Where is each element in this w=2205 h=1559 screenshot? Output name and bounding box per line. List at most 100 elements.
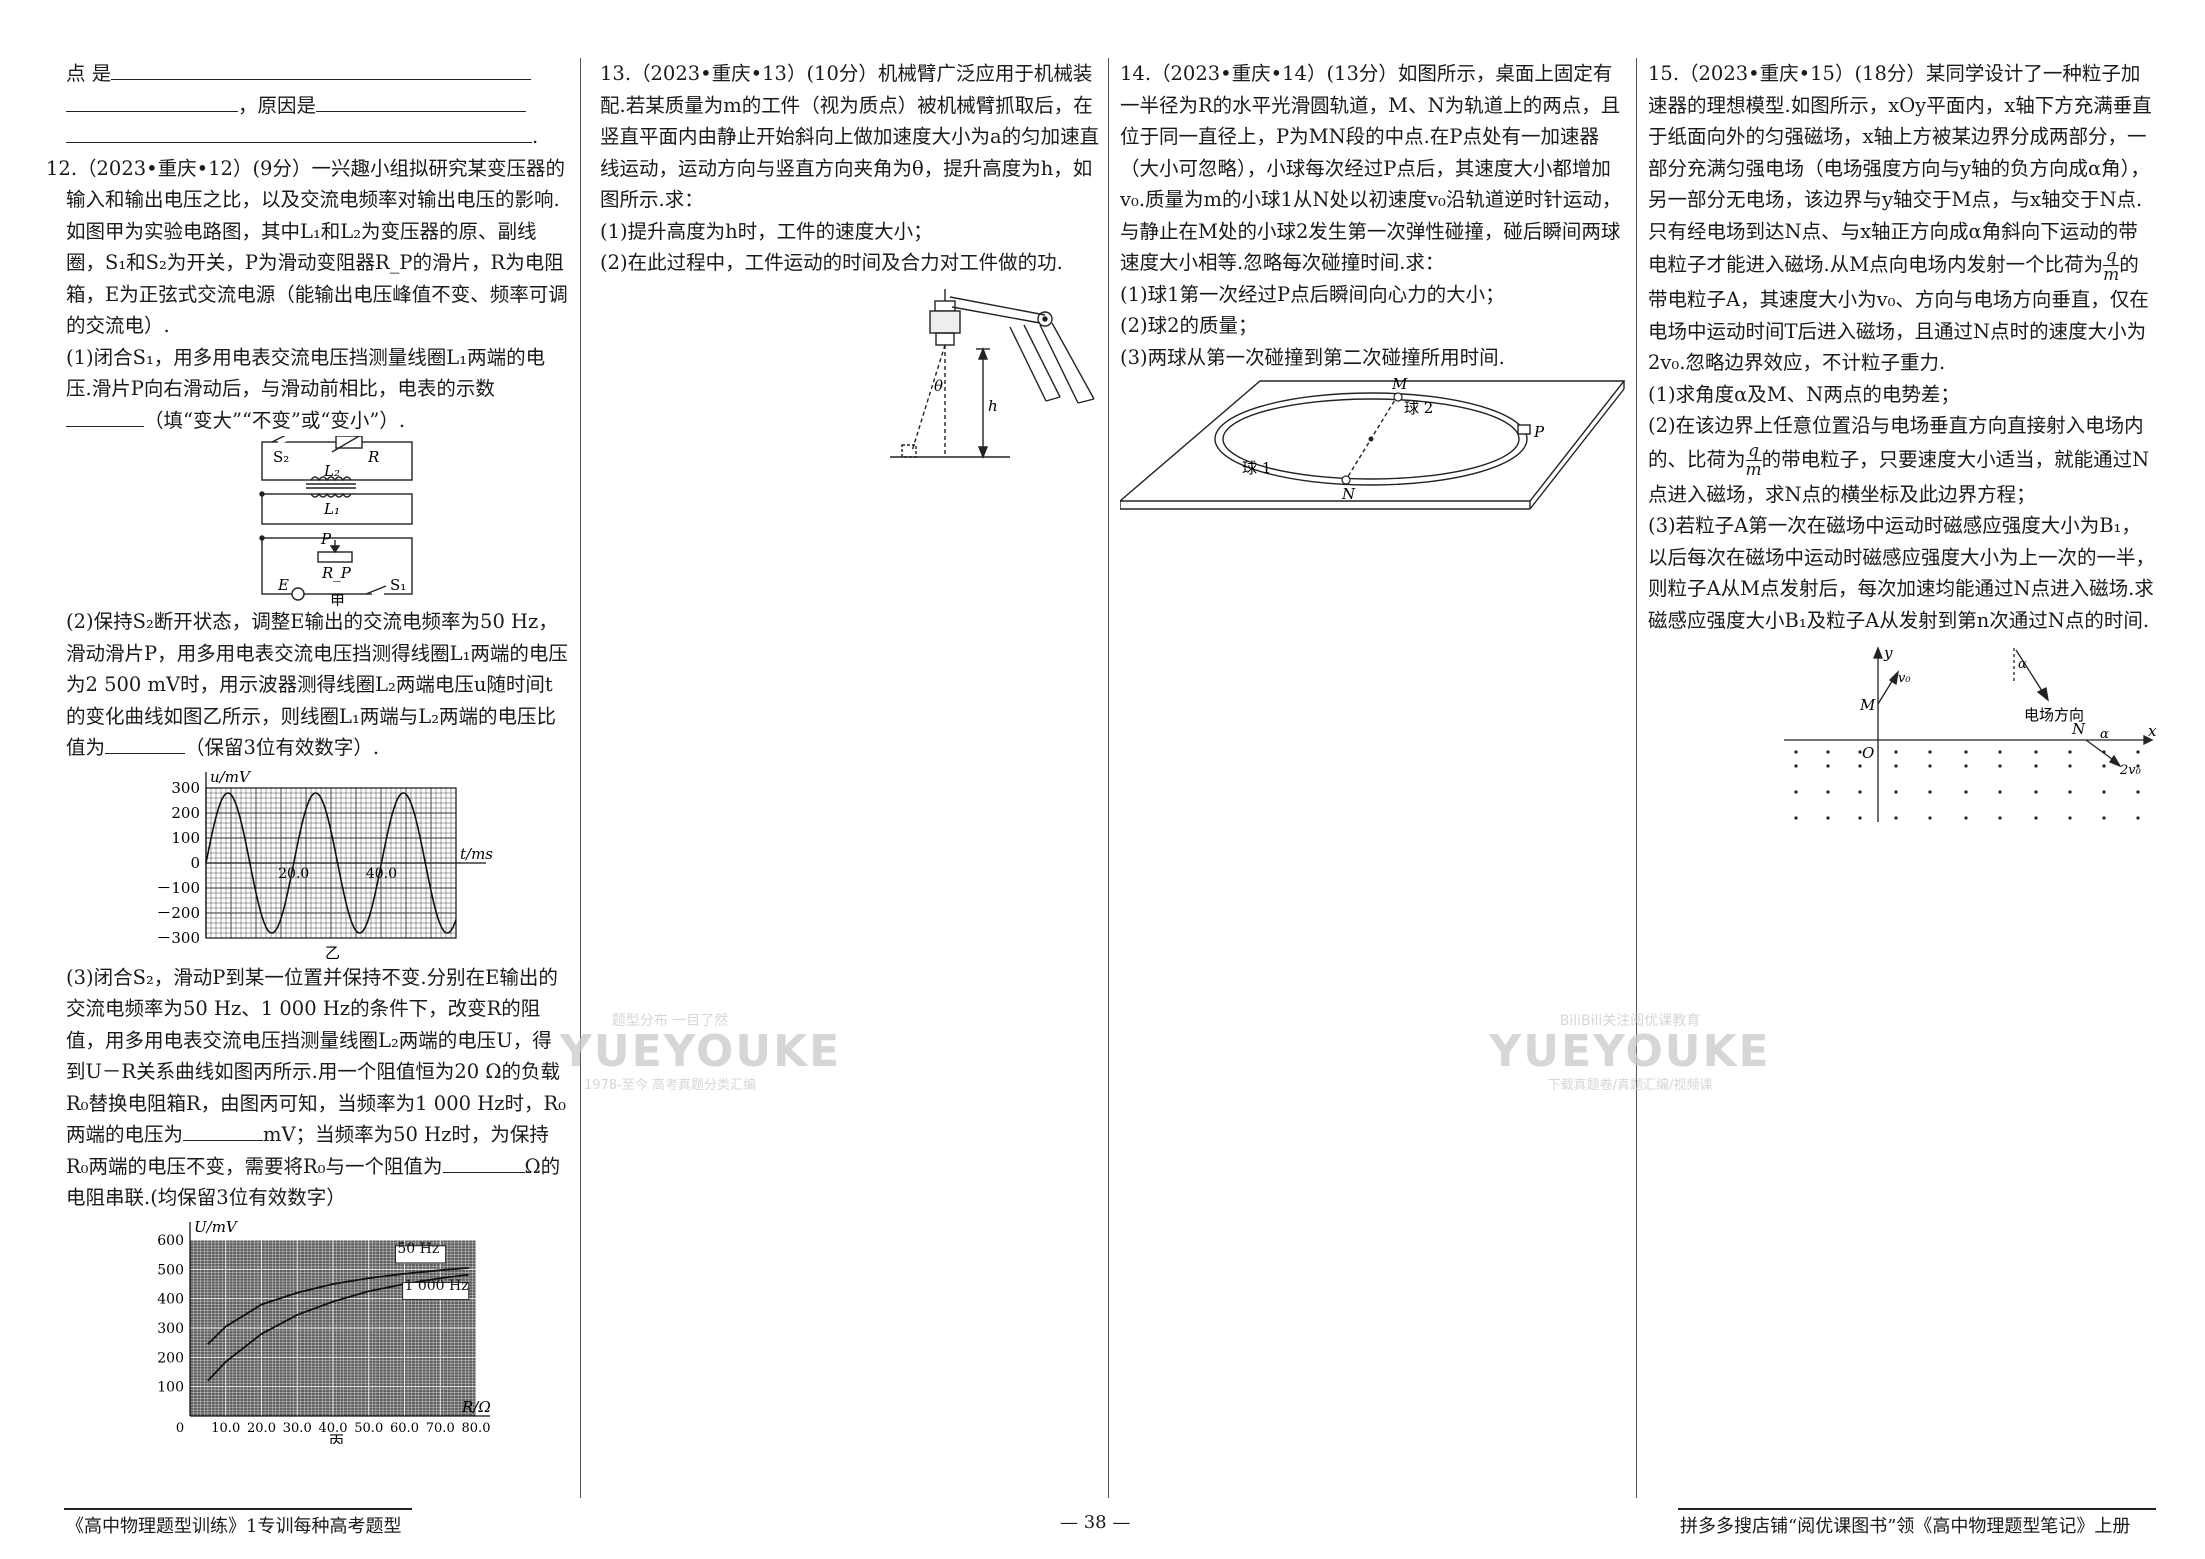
column-2: 13.（2023•重庆•13）(10分）机械臂广泛应用于机械装配.若某质量为m的… xyxy=(600,58,1102,469)
field-dot xyxy=(1794,750,1798,754)
q15-part1: (1)求角度α及M、N两点的电势差； xyxy=(1648,382,1960,406)
watermark-right: BiliBili关注阅优课教育 YUEYOUKE 下载真题卷/真题汇编/视频课 xyxy=(1489,1013,1771,1093)
x-tick-label-bing: 70.0 xyxy=(426,1421,455,1436)
circuit-caption: 甲 xyxy=(330,592,345,606)
x-tick-label-yi: 40.0 xyxy=(366,866,397,882)
field-dot xyxy=(2034,750,2038,754)
label-l2: L₂ xyxy=(323,462,340,480)
x-tick-label-bing: 60.0 xyxy=(390,1421,419,1436)
q12-head: 12.（2023•重庆•12）(9分）一兴趣小组拟研究某变压器的输入和输出电压之… xyxy=(46,156,568,338)
v0-label: v₀ xyxy=(1898,671,1911,686)
footer-right-text: 拼多多搜店铺“阅优课图书”领《高中物理题型笔记》上册 xyxy=(1680,1516,2131,1537)
q14-part3: (3)两球从第一次碰撞到第二次碰撞所用时间. xyxy=(1120,345,1505,369)
footer-rule-right xyxy=(1678,1508,2156,1510)
q14-part1: (1)球1第一次经过P点后瞬间向心力的大小； xyxy=(1120,282,1505,306)
x-tick-label-bing: 80.0 xyxy=(462,1421,491,1436)
chart-caption-bing: 丙 xyxy=(329,1432,344,1444)
series-label-50hz: 50 Hz xyxy=(397,1241,439,1257)
field-dot xyxy=(1858,790,1862,794)
n-label: N xyxy=(1341,485,1356,503)
chart-caption-yi: 乙 xyxy=(325,944,340,962)
field-dot xyxy=(1858,764,1862,768)
q15-part3: (3)若粒子A第一次在磁场中运动时磁感应强度大小为B₁，以后每次在磁场中运动时磁… xyxy=(1648,514,2156,632)
field-dot xyxy=(2034,790,2038,794)
q13-part1: (1)提升高度为h时，工件的速度大小； xyxy=(600,219,933,243)
field-dot xyxy=(1858,750,1862,754)
column-1: 点 是 ，原因是 . 12.（2023•重庆•12）(9分）一兴趣小组拟研究某变… xyxy=(46,58,570,1444)
y-tick-label-bing: 600 xyxy=(157,1233,184,1249)
field-dot xyxy=(1894,764,1898,768)
field-dot xyxy=(2034,816,2038,820)
field-dot xyxy=(1998,764,2002,768)
label-s1: S₁ xyxy=(390,576,406,594)
label-p: P xyxy=(320,530,332,548)
y-tick-label-yi: 0 xyxy=(190,854,200,872)
ball1-label: 球 1 xyxy=(1242,459,1271,477)
field-dot xyxy=(1826,750,1830,754)
field-dot xyxy=(2068,816,2072,820)
y-tick-label-yi: －200 xyxy=(156,904,200,922)
x-tick-label-bing: 40.0 xyxy=(319,1421,348,1436)
m-point-label: M xyxy=(1859,696,1876,714)
column-divider-3 xyxy=(1636,58,1637,1498)
x-axis-title-yi: t/ms xyxy=(460,845,493,863)
label-s2: S₂ xyxy=(273,448,289,466)
y-axis-label: y xyxy=(1883,644,1893,662)
page-number: — 38 — xyxy=(1060,1512,1131,1533)
q13-head: 13.（2023•重庆•13）(10分）机械臂广泛应用于机械装配.若某质量为m的… xyxy=(600,62,1100,211)
field-dot xyxy=(1794,816,1798,820)
origin-label: O xyxy=(1862,744,1874,762)
alpha-n-label: α xyxy=(2100,727,2109,742)
x-tick-label-bing: 30.0 xyxy=(283,1421,312,1436)
field-dot xyxy=(1794,790,1798,794)
column-4: 15.（2023•重庆•15）(18分）某同学设计了一种粒子加速器的理想模型.如… xyxy=(1648,58,2156,832)
field-dot xyxy=(1794,764,1798,768)
field-dot xyxy=(1928,750,1932,754)
field-dot xyxy=(1894,750,1898,754)
y-tick-label-yi: 100 xyxy=(171,829,200,847)
field-dot xyxy=(2136,764,2140,768)
field-dot xyxy=(2068,764,2072,768)
y-tick-label-bing: 500 xyxy=(157,1262,184,1278)
field-dot xyxy=(1928,764,1932,768)
footer-rule-left xyxy=(64,1508,412,1510)
x-tick-label-bing: 10.0 xyxy=(211,1421,240,1436)
answer-line-2: ，原因是 xyxy=(66,90,570,122)
label-r: R xyxy=(367,448,379,466)
grid-bing xyxy=(189,1239,477,1416)
field-dot xyxy=(1964,816,1968,820)
series-sine xyxy=(205,791,457,934)
y-tick-label-yi: 200 xyxy=(171,804,200,822)
answer-line-3: . xyxy=(66,121,570,153)
column-3: 14.（2023•重庆•14）(13分）如图所示，桌面上固定有一半径为R的水平光… xyxy=(1120,58,1626,513)
y-tick-label-bing: 100 xyxy=(157,1379,184,1395)
y-tick-label-yi: －100 xyxy=(156,879,200,897)
field-dot xyxy=(1998,790,2002,794)
y-tick-label-bing: 400 xyxy=(157,1291,184,1307)
field-dot xyxy=(2102,750,2106,754)
q14-part2: (2)球2的质量； xyxy=(1120,314,1258,337)
y-axis-title-yi: u/mV xyxy=(210,768,252,786)
h-label: h xyxy=(988,397,998,415)
column-divider-1 xyxy=(580,58,581,1498)
x-axis-title-bing: R/Ω xyxy=(461,1398,491,1416)
p-label: P xyxy=(1533,423,1545,441)
v2-label: 2v₀ xyxy=(2119,763,2142,778)
x-axis-label: x xyxy=(2148,722,2156,740)
field-dot xyxy=(1858,816,1862,820)
field-dot xyxy=(1894,790,1898,794)
field-dot xyxy=(2068,790,2072,794)
ball2-label: 球 2 xyxy=(1404,399,1433,417)
field-dot xyxy=(1894,816,1898,820)
footer-left-text: 《高中物理题型训练》1专训每种高考题型 xyxy=(66,1516,402,1537)
field-dot xyxy=(2102,764,2106,768)
field-dot xyxy=(2102,816,2106,820)
column-divider-2 xyxy=(1108,58,1109,1498)
label-rp: R_P xyxy=(321,564,352,582)
q13-part2: (2)在此过程中，工件运动的时间及合力对工件做的功. xyxy=(600,251,1063,274)
y-tick-label-yi: －300 xyxy=(156,929,200,947)
field-dot xyxy=(1964,750,1968,754)
field-figure: y x O M v₀ α 电场方向 N α 2v₀ xyxy=(1784,644,2156,822)
